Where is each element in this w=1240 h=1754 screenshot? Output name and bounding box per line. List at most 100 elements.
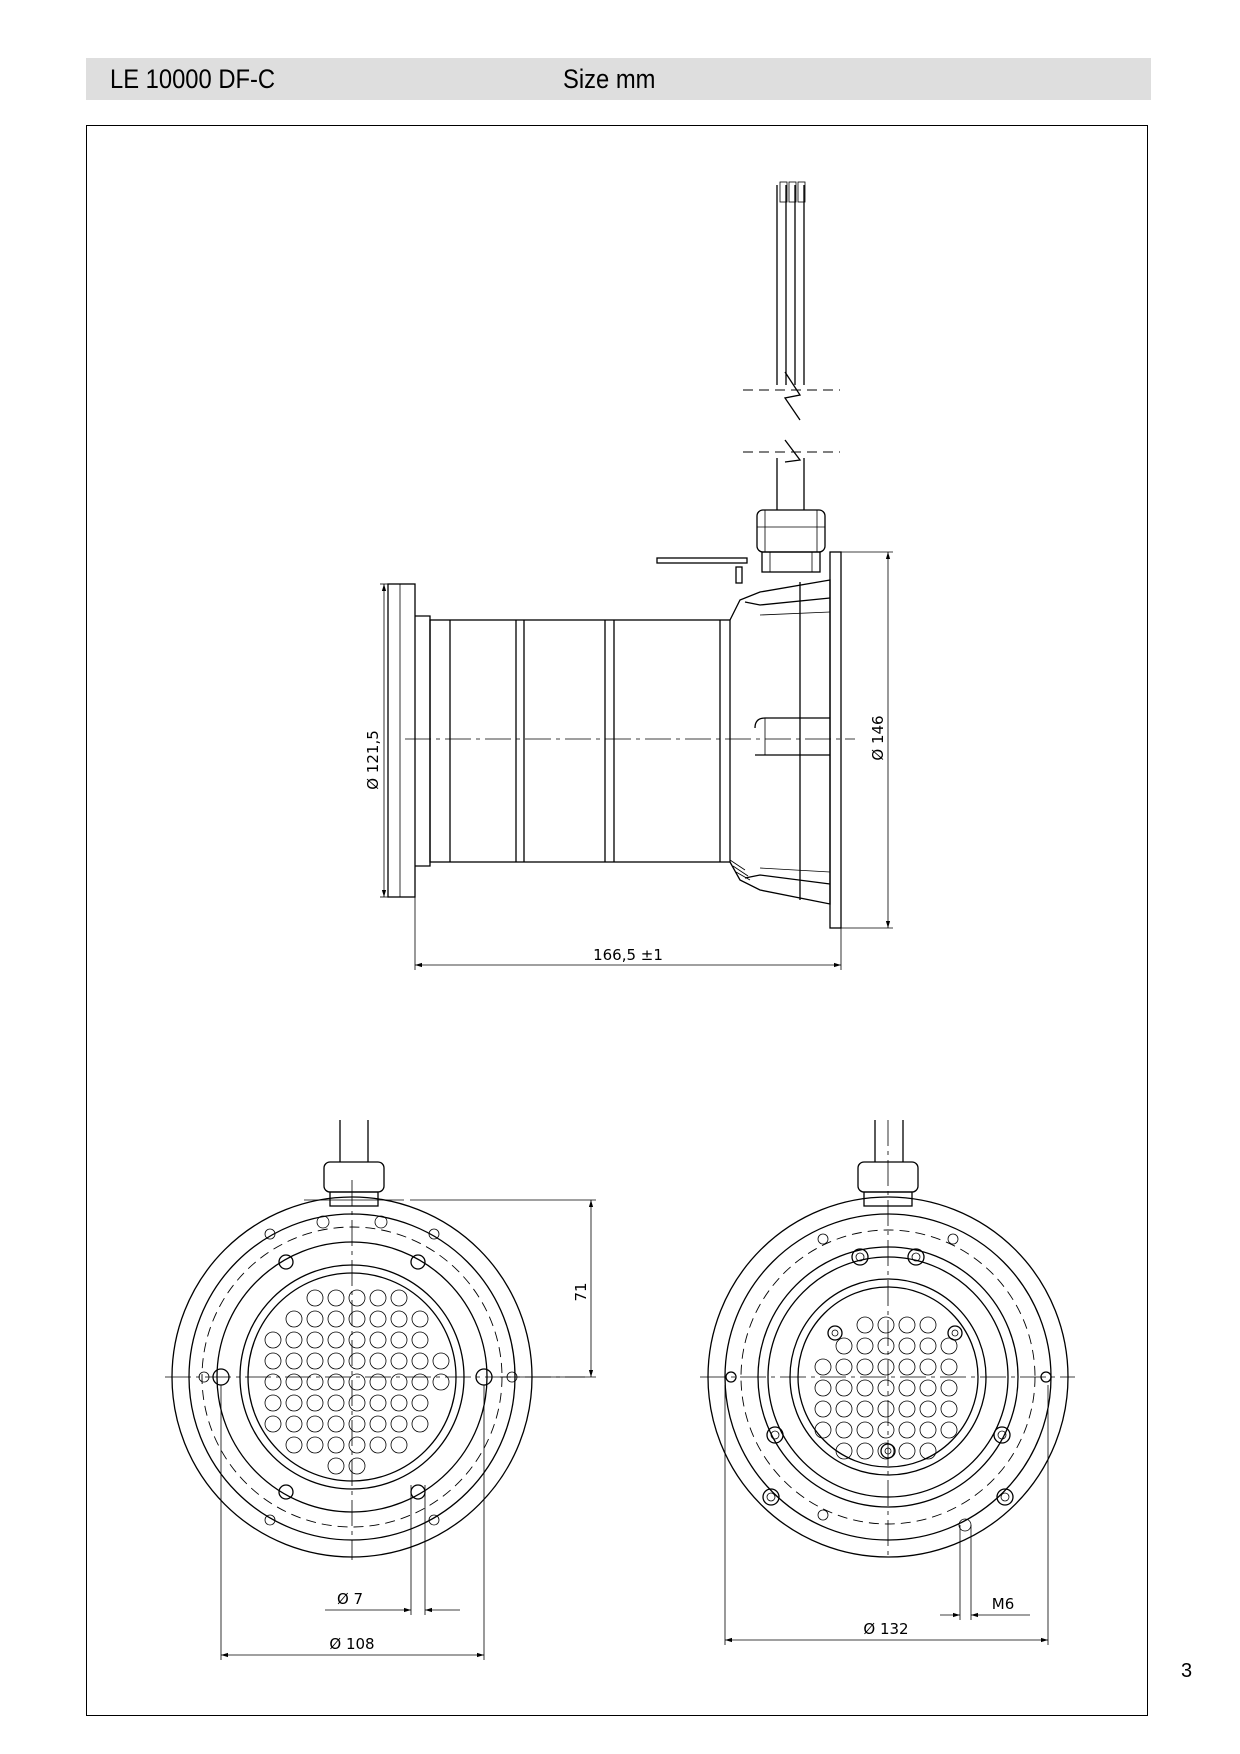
perforation-hole [327, 1457, 345, 1475]
perforation-hole [390, 1394, 408, 1412]
cable-bottom [743, 439, 840, 510]
perforation-hole [306, 1289, 324, 1307]
perforation-hole [919, 1316, 937, 1334]
perforation-hole [285, 1352, 303, 1370]
perforation-hole [940, 1337, 958, 1355]
rear-housing [729, 579, 831, 905]
dim-bolt-circle-132-label: Ø 132 [863, 1620, 908, 1638]
perforation-hole [306, 1415, 324, 1433]
perforation-hole [306, 1394, 324, 1412]
perforation-hole [369, 1415, 387, 1433]
perforation-hole [306, 1310, 324, 1328]
perforation-hole [856, 1400, 874, 1418]
perforation-hole [919, 1379, 937, 1397]
perforation-hole [264, 1331, 282, 1349]
perforation-hole [306, 1331, 324, 1349]
perforation-hole [877, 1442, 895, 1460]
perforation-hole [390, 1436, 408, 1454]
perforation-hole [306, 1352, 324, 1370]
perforation-hole [877, 1379, 895, 1397]
perforation-hole [919, 1442, 937, 1460]
perforation-hole [390, 1331, 408, 1349]
perforation-hole [348, 1289, 366, 1307]
perforation-hole [327, 1436, 345, 1454]
model-title: LE 10000 DF-C [110, 64, 276, 94]
dim-hole-diameter-label: Ø 7 [337, 1590, 363, 1608]
perforation-hole [835, 1379, 853, 1397]
perforation-hole [898, 1400, 916, 1418]
perforation-hole [877, 1316, 895, 1334]
perforation-hole [814, 1358, 832, 1376]
perforation-hole [327, 1331, 345, 1349]
perforation-hole [919, 1337, 937, 1355]
body [429, 619, 731, 863]
dim-thread: M6 [940, 1525, 1030, 1620]
dim-diameter-front: Ø 121,5 [364, 583, 388, 898]
rear-view: M6 Ø 132 [700, 1120, 1075, 1645]
perforation-hole [369, 1310, 387, 1328]
perforation-hole [919, 1400, 937, 1418]
perforation-hole [369, 1331, 387, 1349]
perforation-hole [348, 1457, 366, 1475]
front-view: 71 Ø 7 Ø 108 [165, 1120, 596, 1660]
perforation-hole [877, 1400, 895, 1418]
perforation-hole [264, 1373, 282, 1391]
perforation-hole [940, 1379, 958, 1397]
dim-thread-label: M6 [992, 1595, 1015, 1613]
perforation-hole [264, 1394, 282, 1412]
perforation-hole [264, 1415, 282, 1433]
screws [762, 1248, 1014, 1506]
perforation-hole [856, 1337, 874, 1355]
dim-height-label: 71 [572, 1282, 590, 1301]
perforation-hole [898, 1379, 916, 1397]
perforation-hole [877, 1337, 895, 1355]
front-ring [387, 583, 431, 898]
perforation-hole [814, 1400, 832, 1418]
dim-bolt-circle-108-label: Ø 108 [329, 1635, 374, 1653]
perforation-hole [856, 1379, 874, 1397]
perforation-hole [919, 1421, 937, 1439]
perforation-hole [411, 1373, 429, 1391]
perforation-hole [877, 1358, 895, 1376]
perforation-hole [390, 1373, 408, 1391]
perforation-hole [814, 1379, 832, 1397]
perforation-hole [264, 1352, 282, 1370]
perforation-hole [411, 1331, 429, 1349]
side-view: Ø 121,5 Ø 146 166,5 ±1 [364, 181, 893, 970]
drawing-frame [86, 125, 1148, 1716]
unit-title: Size mm [563, 64, 656, 94]
perforation-hole [856, 1421, 874, 1439]
perforation-hole [348, 1373, 366, 1391]
perforation-hole [432, 1352, 450, 1370]
dim-diameter-front-label: Ø 121,5 [364, 730, 382, 790]
perforation-hole [411, 1352, 429, 1370]
perforation-hole [327, 1352, 345, 1370]
perforation-hole [835, 1442, 853, 1460]
dim-length: 166,5 ±1 [414, 897, 842, 970]
perforation-hole [940, 1400, 958, 1418]
perforation-hole [369, 1394, 387, 1412]
perforation-hole [411, 1394, 429, 1412]
perforation-hole [369, 1373, 387, 1391]
perforation-hole [898, 1442, 916, 1460]
perforation-hole [390, 1415, 408, 1433]
perforation-hole [327, 1415, 345, 1433]
perforation-hole [835, 1400, 853, 1418]
header-bar [86, 58, 1151, 100]
dim-diameter-flange: Ø 146 [841, 551, 893, 929]
dim-bolt-circle-108: Ø 108 [220, 1385, 485, 1660]
page-number: 3 [1181, 1660, 1193, 1682]
perforation-hole [898, 1337, 916, 1355]
perforation-hole [369, 1436, 387, 1454]
perforation-hole [327, 1394, 345, 1412]
rear-flange [829, 551, 842, 929]
dim-length-label: 166,5 ±1 [593, 946, 663, 964]
bracket [656, 557, 748, 584]
perforation-hole [285, 1373, 303, 1391]
perforation-hole [285, 1331, 303, 1349]
dim-height: 71 [410, 1199, 596, 1378]
perforation-hole [898, 1358, 916, 1376]
perforation-hole [856, 1442, 874, 1460]
perforation-hole [390, 1310, 408, 1328]
